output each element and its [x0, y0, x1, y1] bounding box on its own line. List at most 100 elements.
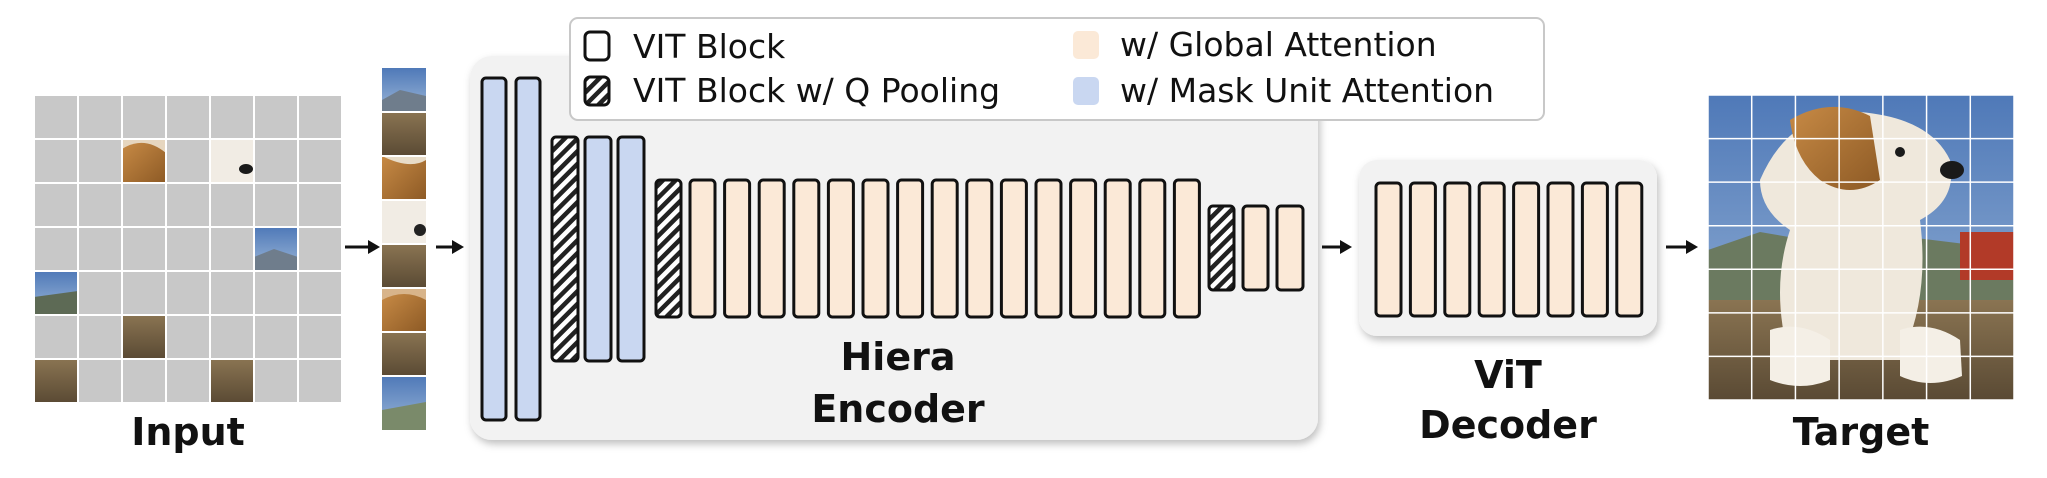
masked-patch [298, 227, 342, 271]
vit-block [1512, 181, 1541, 318]
vit-block [1103, 178, 1132, 319]
visible-patch [254, 227, 298, 271]
masked-patch [78, 95, 122, 139]
arrow-right-icon [1322, 240, 1352, 254]
masked-patch [78, 271, 122, 315]
vit-block [1546, 181, 1575, 318]
masked-patch-grid [33, 94, 343, 404]
vit-block [1408, 181, 1437, 318]
masked-patch [166, 315, 210, 359]
encoder-stage-2 [550, 135, 646, 363]
masked-patch [122, 271, 166, 315]
visible-patch [210, 139, 254, 183]
masked-patch [210, 315, 254, 359]
masked-patch [210, 95, 254, 139]
decoder-label-line1: ViT [1474, 353, 1542, 397]
vit-block [616, 135, 646, 363]
masked-patch [34, 315, 78, 359]
stage-3-global-blocks [688, 178, 1201, 319]
vit-block [896, 178, 925, 319]
masked-patch [298, 315, 342, 359]
vit-decoder-panel [1359, 160, 1657, 336]
masked-patch [78, 183, 122, 227]
vit-block [514, 76, 542, 422]
masked-patch [254, 359, 298, 403]
vit-block [583, 135, 613, 363]
masked-patch [34, 183, 78, 227]
masked-patch [166, 95, 210, 139]
arrow-right-icon [436, 240, 464, 254]
masked-patch [34, 95, 78, 139]
legend-mask-unit-attention: w/ Mask Unit Attention [1120, 71, 1494, 110]
masked-patch [34, 227, 78, 271]
vit-block [1615, 181, 1644, 318]
masked-patch [122, 183, 166, 227]
masked-patch [254, 139, 298, 183]
masked-patch [298, 95, 342, 139]
legend-global-attention: w/ Global Attention [1120, 25, 1437, 64]
vit-block [999, 178, 1028, 319]
masked-patch [166, 359, 210, 403]
masked-patch [122, 227, 166, 271]
vit-block [1275, 204, 1305, 292]
vit-block [1374, 181, 1403, 318]
vit-block [1172, 178, 1201, 319]
arrow-right-icon [1666, 240, 1698, 254]
input-image [33, 94, 343, 404]
decoder-label-line2: Decoder [1419, 403, 1597, 447]
masked-patch [298, 139, 342, 183]
masked-patch [34, 139, 78, 183]
masked-patch [210, 227, 254, 271]
arrow-right-icon [345, 240, 380, 254]
vit-block [1241, 204, 1270, 292]
encoder-label-line2: Encoder [811, 387, 985, 431]
vit-block-q-pooling [1207, 204, 1236, 292]
visible-patch [34, 359, 78, 403]
target-patch-grid [1707, 94, 2015, 401]
masked-patch [254, 271, 298, 315]
masked-patch [210, 271, 254, 315]
vit-block [930, 178, 959, 319]
target-label: Target [1793, 410, 1930, 454]
vit-block [1138, 178, 1167, 319]
legend: VIT Block VIT Block w/ Q Pooling w/ Glob… [569, 17, 1545, 121]
vit-block [861, 178, 890, 319]
masked-patch [298, 359, 342, 403]
vit-block [792, 178, 821, 319]
visible-patch [122, 139, 166, 183]
visible-patch [210, 359, 254, 403]
masked-patch [122, 359, 166, 403]
legend-box [569, 17, 1545, 121]
masked-patch [78, 139, 122, 183]
masked-patch [78, 227, 122, 271]
vit-block-q-pooling [654, 178, 683, 319]
vit-block [1069, 178, 1098, 319]
masked-patch [166, 139, 210, 183]
masked-patch [78, 359, 122, 403]
vit-block [965, 178, 994, 319]
vit-block [1477, 181, 1506, 318]
masked-patch [210, 183, 254, 227]
mask-unit-attention-swatch [1073, 77, 1099, 105]
vit-block [757, 178, 786, 319]
input-label: Input [131, 410, 245, 454]
encoder-label-line1: Hiera [841, 335, 956, 379]
masked-patch [78, 315, 122, 359]
decoder-blocks [1374, 181, 1644, 318]
encoder-stage-3 [654, 178, 1201, 319]
masked-patch [254, 315, 298, 359]
legend-vit-block-q-pooling: VIT Block w/ Q Pooling [633, 71, 1000, 110]
masked-patch [298, 271, 342, 315]
vit-block-q-pooling [550, 135, 580, 363]
legend-vit-block: VIT Block [633, 27, 786, 66]
vit-block [723, 178, 752, 319]
target-image [1707, 94, 2015, 401]
visible-patch [34, 271, 78, 315]
vit-block [688, 178, 717, 319]
masked-patch [166, 271, 210, 315]
masked-patch [254, 95, 298, 139]
hatch-swatch [583, 75, 611, 107]
global-attention-swatch [1073, 31, 1099, 59]
masked-patch [122, 95, 166, 139]
